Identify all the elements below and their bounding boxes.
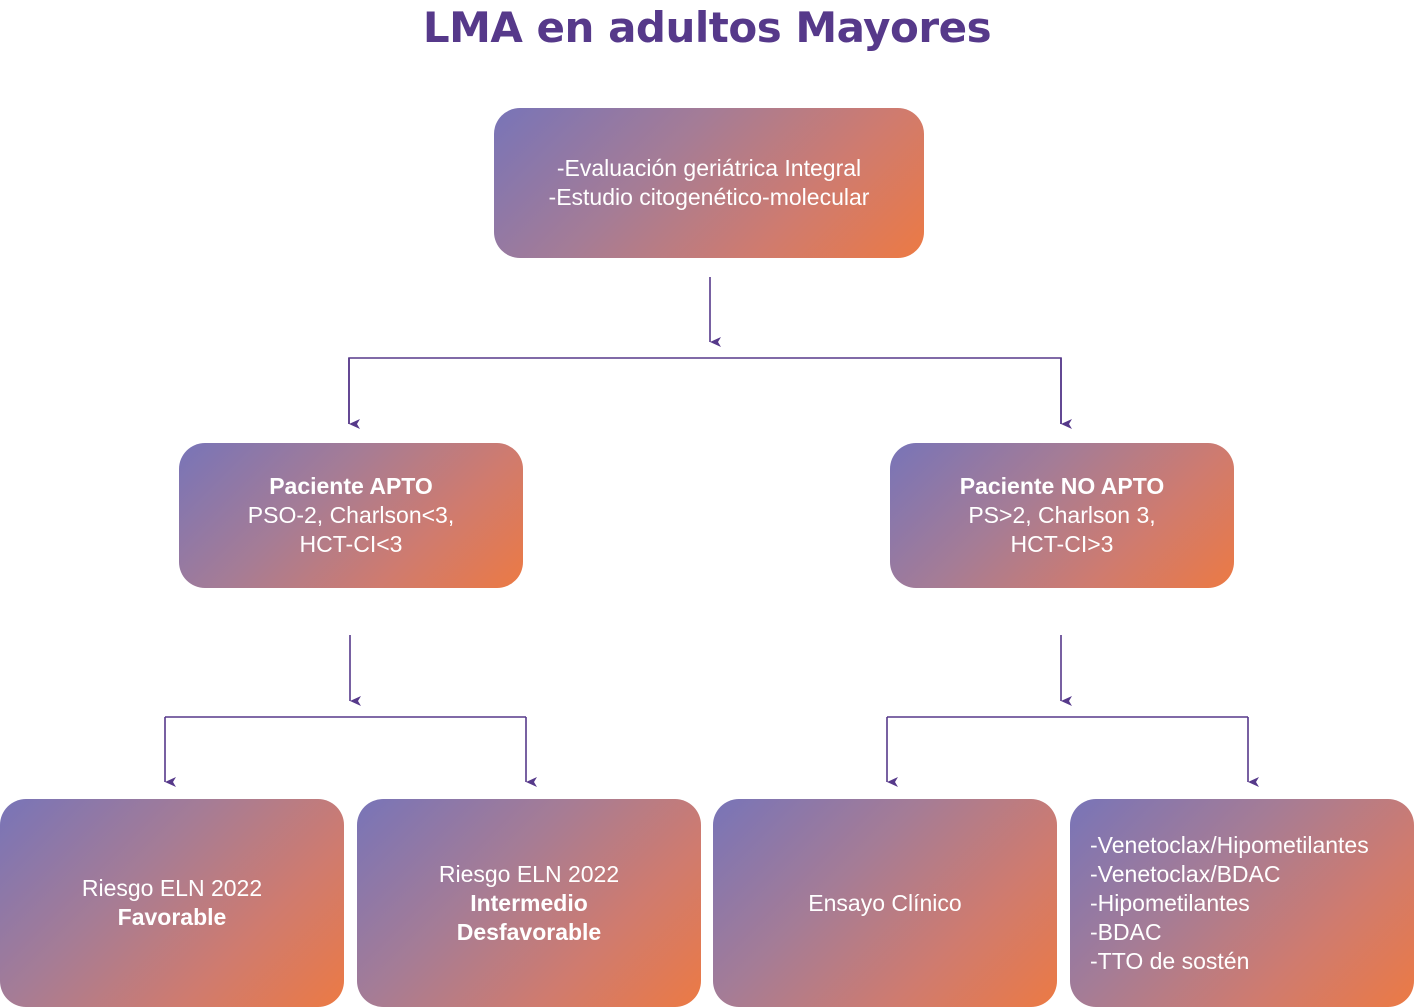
- no-apto-box: Paciente NO APTO PS>2, Charlson 3, HCT-C…: [890, 443, 1234, 588]
- ensayo-label: Ensayo Clínico: [808, 889, 962, 916]
- no-apto-line-2: HCT-CI>3: [1010, 531, 1114, 557]
- treatment-item: -BDAC: [1090, 918, 1162, 945]
- apto-line-2: HCT-CI<3: [299, 531, 403, 557]
- treatment-item: -Hipometilantes: [1090, 889, 1250, 916]
- no-apto-heading: Paciente NO APTO: [959, 473, 1165, 499]
- apto-line-1: PSO-2, Charlson<3,: [247, 502, 455, 528]
- treatment-item: -Venetoclax/BDAC: [1090, 860, 1281, 887]
- diagram-title: LMA en adultos Mayores: [422, 3, 992, 52]
- apto-heading: Paciente APTO: [269, 473, 433, 499]
- intermedio-line-1: Riesgo ELN 2022: [438, 860, 620, 887]
- root-line-2: -Estudio citogenético-molecular: [548, 184, 870, 210]
- ensayo-box: Ensayo Clínico: [713, 799, 1057, 1007]
- connector-root-split: [348, 357, 1062, 424]
- intermedio-box: Riesgo ELN 2022 Intermedio Desfavorable: [357, 799, 701, 1007]
- intermedio-line-3: Desfavorable: [456, 918, 602, 945]
- treatment-item: -TTO de sostén: [1090, 947, 1250, 974]
- favorable-line-2: Favorable: [117, 904, 227, 930]
- apto-box: Paciente APTO PSO-2, Charlson<3, HCT-CI<…: [179, 443, 523, 588]
- treatments-box: -Venetoclax/Hipometilantes -Venetoclax/B…: [1070, 799, 1414, 1007]
- favorable-box: Riesgo ELN 2022 Favorable: [0, 799, 344, 1007]
- no-apto-line-1: PS>2, Charlson 3,: [968, 502, 1156, 528]
- favorable-line-1: Riesgo ELN 2022: [81, 875, 263, 901]
- root-line-1: -Evaluación geriátrica Integral: [556, 155, 862, 181]
- treatment-item: -Venetoclax/Hipometilantes: [1090, 831, 1369, 858]
- root-box: -Evaluación geriátrica Integral -Estudio…: [494, 108, 924, 258]
- intermedio-line-2: Intermedio: [470, 889, 588, 916]
